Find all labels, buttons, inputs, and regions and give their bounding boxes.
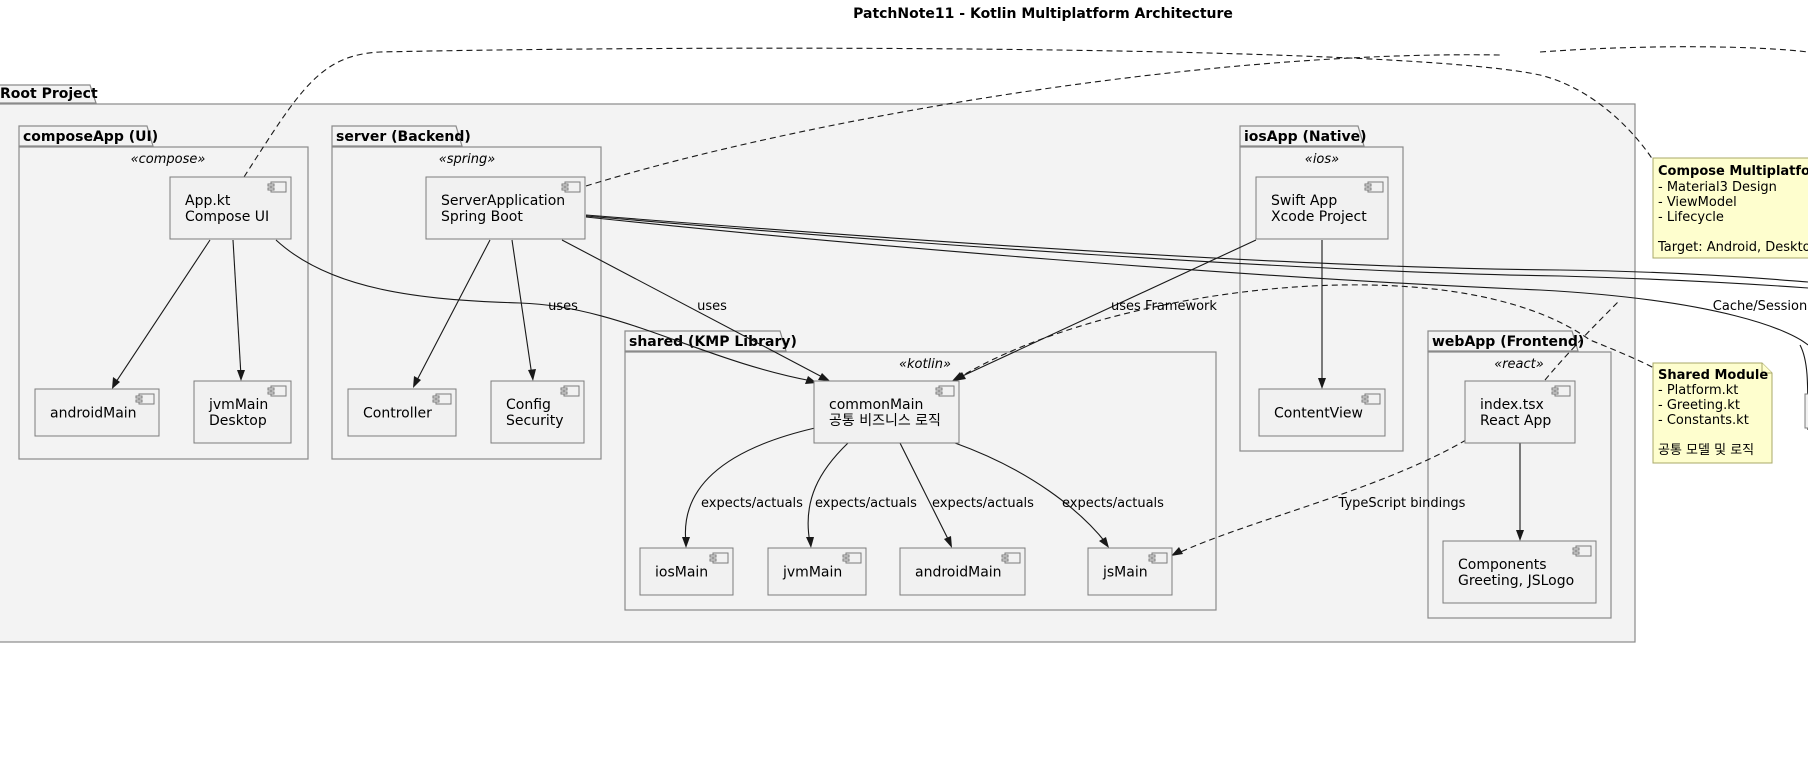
uml-component-icon [560,385,580,397]
component-js-main: jsMain [1087,547,1173,596]
uml-component-icon [935,385,955,397]
note-shared-title: Shared Module [1658,368,1768,383]
component-label-line: Controller [363,406,432,422]
note-shared-line-5: 공통 모델 및 로직 [1658,443,1754,458]
component-label-line: React App [1480,413,1551,429]
stereotype-ios: «ios» [1305,152,1339,167]
uml-component-icon [561,181,581,193]
edge-label-typescript: TypeScript bindings [1338,496,1466,511]
edges: uses uses Cache/Session uses Framework e… [112,46,1808,556]
stereotype-compose: «compose» [131,152,206,167]
edge-label-uses-1: uses [548,299,578,314]
component-label-line: jsMain [1102,565,1148,581]
note-compose-multiplatform: Compose Multiplatform - Material3 Design… [1652,157,1808,259]
package-label-shared: shared (KMP Library) [629,334,797,350]
component-label-line: androidMain [50,406,137,422]
package-label-ios-app: iosApp (Native) [1244,129,1367,145]
component-label-line: commonMain [829,397,923,413]
uml-component-icon [1001,552,1021,564]
uml-component-icon [842,552,862,564]
uml-component-icon [432,393,452,405]
component-label-line: Components [1458,557,1547,573]
component-label-line: index.tsx [1480,397,1544,413]
uml-component-icon [267,181,287,193]
stereotype-kotlin: «kotlin» [899,357,951,372]
note-shared-module: Shared Module - Platform.kt - Greeting.k… [1652,362,1773,464]
component-label-line: Greeting, JSLogo [1458,573,1574,589]
component-compose-android: androidMain [34,388,160,437]
uml-component-icon [709,552,729,564]
note-compose-line-5: Target: Android, Desktop [1657,240,1808,255]
note-link-server [585,54,1501,187]
component-label-line: Xcode Project [1271,209,1367,225]
component-label-line: 공통 비즈니스 로직 [829,413,941,429]
note-compose-line-2: - ViewModel [1658,195,1737,210]
package-label-web-app: webApp (Frontend) [1432,334,1584,350]
component-label-line: iosMain [655,565,708,581]
note-shared-line-1: - Platform.kt [1658,383,1738,398]
edge-label-uses-framework: uses Framework [1111,299,1217,314]
component-ios-main: iosMain [639,547,734,596]
component-label-line: Compose UI [185,209,269,225]
component-label-line: Security [506,413,564,429]
package-label-root: Root Project [0,86,98,102]
component-controller: Controller [347,388,457,437]
component-label-line: jvmMain [208,397,268,413]
uml-component-icon [1148,552,1168,564]
package-label-server: server (Backend) [336,129,471,145]
note-link-compose-app [243,47,1654,178]
component-label-line: ContentView [1274,406,1363,422]
edge-label-expects-4: expects/actuals [1062,496,1164,511]
component-label-line: ServerApplication [441,193,565,209]
offscreen-component-partial [1804,393,1808,429]
component-label-line: Desktop [209,413,267,429]
component-label-line: Config [506,397,551,413]
edge-label-cache-session: Cache/Session [1713,299,1807,314]
note-shared-line-3: - Constants.kt [1658,413,1749,428]
component-label-line: Swift App [1271,193,1337,209]
edge-label-expects-2: expects/actuals [815,496,917,511]
note-link-compose-top [1539,46,1808,53]
note-compose-line-3: - Lifecycle [1658,210,1724,225]
stereotype-react: «react» [1494,357,1544,372]
uml-component-icon [1361,393,1381,405]
uml-component-icon [1551,385,1571,397]
component-content-view: ContentView [1258,388,1386,437]
uml-component-icon [1364,181,1384,193]
edge-label-expects-3: expects/actuals [932,496,1034,511]
component-label-line: androidMain [915,565,1002,581]
stereotype-spring: «spring» [439,152,496,167]
uml-component-icon [267,385,287,397]
note-shared-line-2: - Greeting.kt [1658,398,1740,413]
component-label-line: jvmMain [782,565,842,581]
component-label-line: Spring Boot [441,209,523,225]
note-compose-title: Compose Multiplatform [1658,164,1808,179]
uml-component-icon [135,393,155,405]
edge-label-expects-1: expects/actuals [701,496,803,511]
package-label-compose-app: composeApp (UI) [23,129,158,145]
component-shared-jvm: jvmMain [767,547,867,596]
note-compose-line-1: - Material3 Design [1658,180,1777,195]
component-shared-android: androidMain [899,547,1026,596]
note-link-shared [956,284,1671,380]
diagram-title: PatchNote11 - Kotlin Multiplatform Archi… [853,6,1233,22]
edge-label-uses-2: uses [697,299,727,314]
uml-component-icon [1572,545,1592,557]
component-label-line: App.kt [185,193,231,209]
